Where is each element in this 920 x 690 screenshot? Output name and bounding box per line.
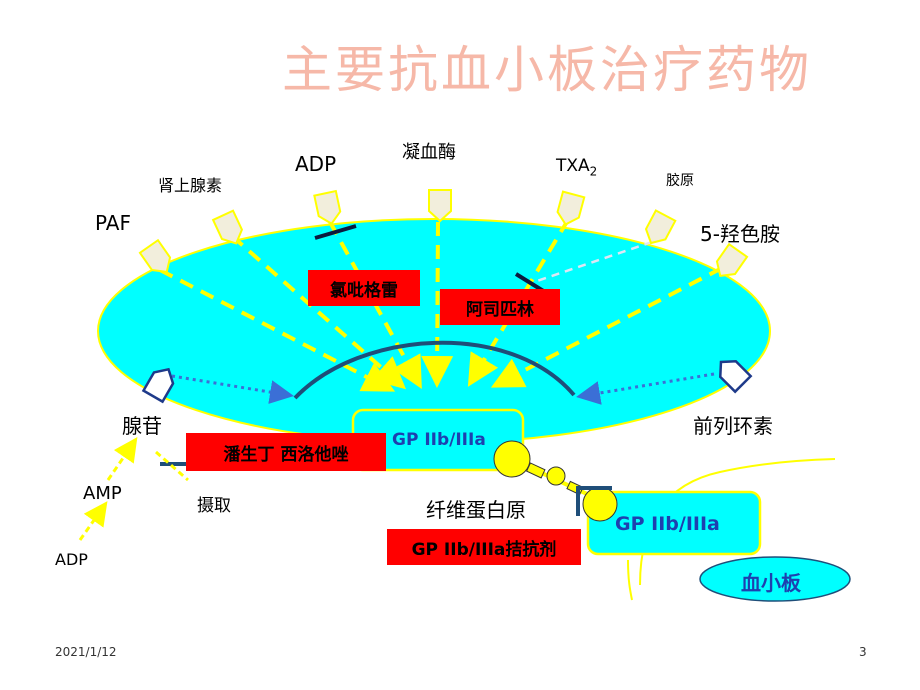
label-thrombin: 凝血酶: [402, 142, 456, 163]
arrow-adp-to-amp: [78, 501, 108, 541]
receptor-collagen: [644, 209, 677, 245]
label-platelet: 血小板: [741, 571, 801, 595]
slide-title: 主要抗血小板治疗药物: [282, 41, 812, 99]
label-epinephrine: 肾上腺素: [158, 176, 223, 195]
receptor-prostacyclin: [718, 359, 753, 394]
fibrinogen-node-5: [582, 486, 618, 522]
receptor-thrombin: [428, 189, 452, 223]
label-adp-bottom: ADP: [55, 550, 88, 569]
arrow-adenosine: [171, 374, 294, 404]
receptor-serotonin: [715, 242, 749, 278]
label-fibrinogen: 纤维蛋白原: [426, 498, 526, 522]
arrow-amp-to-adenosine: [106, 437, 138, 481]
platelet-label-ellipse: [699, 556, 851, 602]
label-serotonin: 5-羟色胺: [700, 222, 780, 246]
label-txa2-sub: 2: [589, 164, 598, 179]
drug-gp-antagonist: GP IIb/IIIa拮抗剂: [387, 529, 581, 565]
label-gp-second: GP IIb/IIIa: [615, 513, 720, 535]
gp-receptor-box-second: [586, 490, 762, 556]
arrow-prostacyclin: [576, 372, 715, 405]
label-paf: PAF: [95, 211, 131, 235]
signal-arc: [293, 340, 576, 400]
fibrinogen-node-1: [493, 440, 531, 478]
inhibitor-bar-adp: [314, 224, 357, 240]
gp-antagonist-blocker: [576, 486, 612, 516]
arrow-thrombin: [421, 221, 454, 388]
arrow-collagen: [533, 240, 653, 284]
label-uptake: 摄取: [197, 496, 231, 516]
receptor-paf: [138, 238, 172, 274]
second-platelet-outline-lower: [627, 559, 633, 601]
arrow-epinephrine: [230, 234, 407, 390]
footer-date: 2021/1/12: [55, 645, 117, 659]
receptor-adenosine: [141, 367, 175, 404]
footer-page-number: 3: [859, 645, 867, 659]
label-txa2: TXA2: [556, 156, 597, 178]
label-collagen: 胶原: [666, 173, 694, 189]
fibrinogen-node-3: [546, 466, 566, 486]
receptor-epinephrine: [211, 209, 244, 245]
drug-aspirin: 阿司匹林: [440, 289, 560, 325]
arrow-adp: [328, 221, 422, 390]
arrow-uptake: [155, 450, 189, 482]
label-txa2-base: TXA: [556, 156, 590, 176]
fibrinogen-node-2: [525, 462, 546, 479]
label-gp-main: GP IIb/IIIa: [392, 430, 486, 450]
receptor-txa2: [556, 190, 586, 226]
drug-clopidogrel: 氯吡格雷: [308, 270, 420, 306]
label-prostacyclin: 前列环素: [693, 414, 773, 438]
receptor-adp: [313, 189, 342, 225]
drug-dipyridamole-cilostazol: 潘生丁 西洛他唑: [186, 433, 386, 471]
label-adp: ADP: [295, 152, 337, 176]
arrow-paf: [159, 268, 396, 392]
label-amp: AMP: [83, 483, 122, 504]
label-adenosine: 腺苷: [122, 414, 162, 438]
